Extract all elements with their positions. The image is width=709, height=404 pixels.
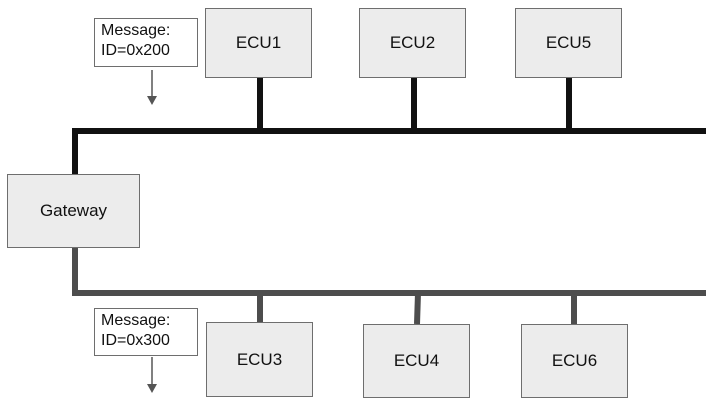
ecu4-box: ECU4	[363, 324, 470, 398]
gateway-box: Gateway	[7, 174, 140, 248]
ecu1-label: ECU1	[235, 33, 282, 52]
ecu6-box: ECU6	[521, 324, 628, 398]
ecu4-label: ECU4	[393, 351, 440, 370]
gateway-label: Gateway	[39, 201, 108, 220]
ecu2-box: ECU2	[359, 8, 466, 78]
ecu3-label: ECU3	[236, 349, 283, 369]
upper-message-label: Message: ID=0x200	[94, 18, 198, 67]
upper-message-line1: Message:	[101, 22, 171, 39]
ecu5-label: ECU5	[545, 33, 592, 52]
ecu1-box: ECU1	[205, 8, 312, 78]
upper-message-arrow-icon	[147, 70, 157, 105]
upper-message-line2: ID=0x200	[101, 42, 170, 59]
lower-message-line1: Message:	[101, 312, 171, 329]
lower-message-arrow-icon	[147, 357, 157, 393]
ecu3-box: ECU3	[206, 322, 313, 397]
lower-message-label: Message: ID=0x300	[94, 308, 198, 356]
ecu4-stub	[414, 292, 421, 325]
ecu2-label: ECU2	[389, 33, 436, 52]
ecu6-label: ECU6	[551, 351, 598, 370]
lower-message-line2: ID=0x300	[101, 332, 170, 349]
ecu5-box: ECU5	[515, 8, 622, 78]
